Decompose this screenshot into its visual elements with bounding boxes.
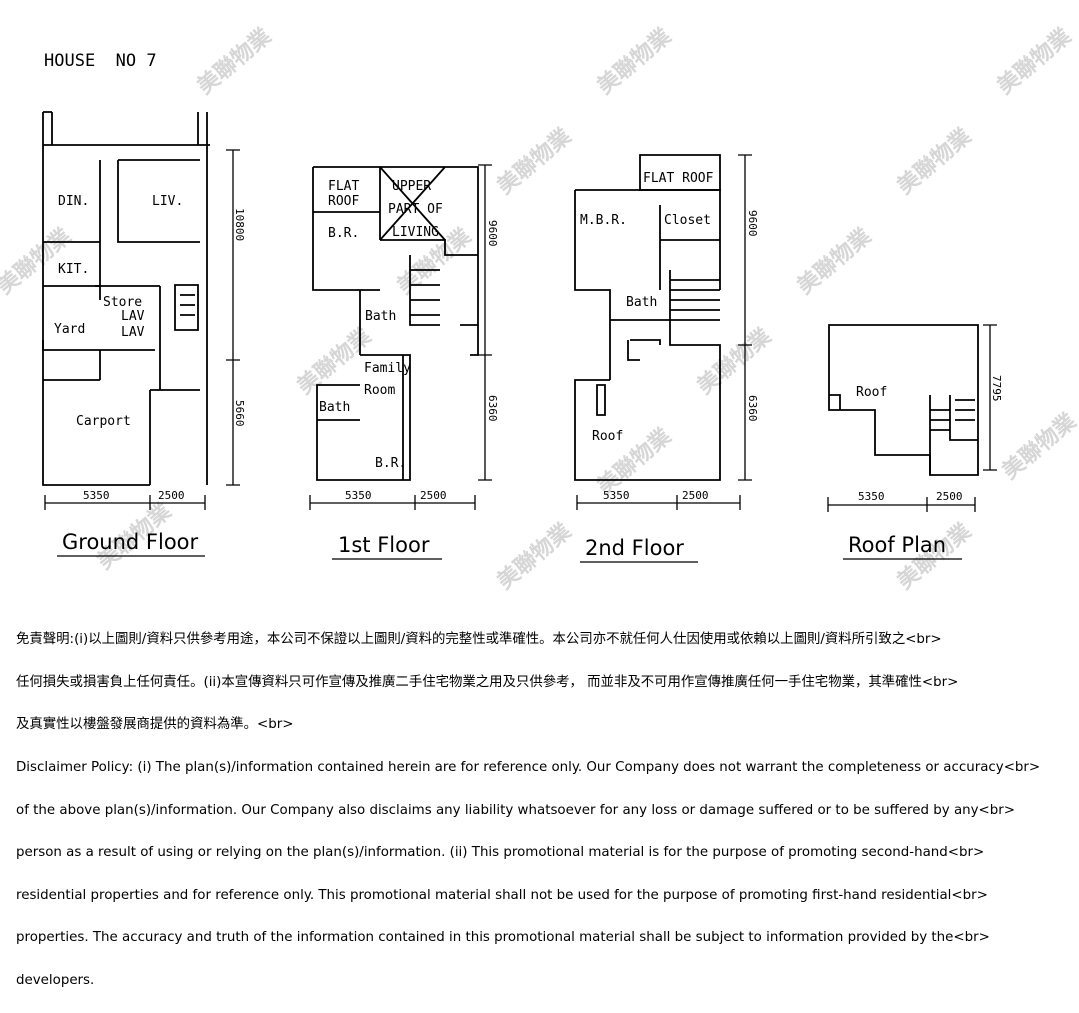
width-dimension: 5350 bbox=[858, 490, 885, 503]
width-dimension: 5350 bbox=[83, 489, 110, 502]
watermark: 美聯物業 bbox=[692, 322, 777, 399]
room-label: LAV bbox=[121, 325, 145, 340]
room-label: LAV bbox=[121, 309, 145, 324]
width-dimension: 2500 bbox=[420, 489, 447, 502]
watermark: 美聯物業 bbox=[192, 22, 277, 99]
disclaimer: 免責聲明:(i)以上圖則/資料只供參考用途，本公司不保證以上圖則/資料的完整性或… bbox=[16, 608, 1068, 1013]
room-label: Roof bbox=[592, 429, 623, 444]
width-dimension: 5350 bbox=[603, 489, 630, 502]
room-label: Roof bbox=[856, 385, 887, 400]
roof-plan bbox=[828, 324, 979, 476]
ground-floor-plan bbox=[42, 111, 210, 486]
depth-dimension: 9600 bbox=[486, 220, 499, 247]
ground-floor-labels: DIN. LIV. KIT. Store LAV LAV Yard Carpor… bbox=[54, 194, 183, 429]
watermark: 美聯物業 bbox=[992, 22, 1077, 99]
disclaimer-line: properties. The accuracy and truth of th… bbox=[16, 930, 990, 946]
dimension-labels: 5350 2500 10800 5660 5350 2500 9600 6360… bbox=[83, 208, 1003, 503]
watermark: 美聯物業 bbox=[792, 222, 877, 299]
ground-floor-title: Ground Floor bbox=[62, 530, 199, 554]
depth-dimension: 6360 bbox=[746, 395, 759, 422]
disclaimer-line: 及真實性以樓盤發展商提供的資料為準。<br> bbox=[16, 717, 294, 733]
room-label: DIN. bbox=[58, 194, 89, 209]
dimension-lines bbox=[44, 149, 997, 512]
room-label: Yard bbox=[54, 322, 85, 337]
disclaimer-line: 免責聲明:(i)以上圖則/資料只供參考用途，本公司不保證以上圖則/資料的完整性或… bbox=[16, 632, 942, 648]
depth-dimension: 5660 bbox=[233, 400, 246, 427]
room-label: B.R. bbox=[328, 226, 359, 241]
second-floor-labels: FLAT ROOF M.B.R. Closet Bath Roof bbox=[580, 171, 714, 444]
room-label: LIVING bbox=[392, 225, 439, 240]
room-label: M.B.R. bbox=[580, 213, 627, 228]
room-label: PART OF bbox=[388, 202, 443, 217]
width-dimension: 2500 bbox=[158, 489, 185, 502]
first-floor-title: 1st Floor bbox=[338, 533, 430, 557]
room-label: LIV. bbox=[152, 194, 183, 209]
floor-plan-drawing: 美聯物業 美聯物業 美聯物業 美聯物業 美聯物業 美聯物業 美聯物業 美聯物業 … bbox=[0, 22, 1079, 594]
watermark: 美聯物業 bbox=[997, 407, 1079, 484]
depth-dimension: 10800 bbox=[233, 208, 246, 241]
room-label: Bath bbox=[626, 295, 657, 310]
room-label: Room bbox=[364, 383, 395, 398]
room-label: Store bbox=[103, 295, 142, 310]
room-label: B.R. bbox=[375, 456, 406, 471]
room-label: Carport bbox=[76, 414, 131, 429]
depth-dimension: 6360 bbox=[486, 395, 499, 422]
room-label: UPPER bbox=[392, 179, 431, 194]
depth-dimension: 9600 bbox=[746, 210, 759, 237]
first-floor-labels: FLAT ROOF B.R. UPPER PART OF LIVING Bath… bbox=[319, 179, 443, 471]
second-floor-plan bbox=[574, 154, 721, 481]
disclaimer-line: developers. bbox=[16, 973, 95, 989]
floor-titles: Ground Floor 1st Floor 2nd Floor Roof Pl… bbox=[57, 530, 962, 563]
disclaimer-line: of the above plan(s)/information. Our Co… bbox=[16, 802, 1016, 818]
second-floor-title: 2nd Floor bbox=[585, 536, 684, 560]
watermark: 美聯物業 bbox=[592, 22, 677, 99]
room-label: ROOF bbox=[328, 194, 359, 209]
house-number-label: HOUSE NO 7 bbox=[44, 51, 157, 71]
room-label: FLAT bbox=[328, 179, 359, 194]
watermark-layer: 美聯物業 美聯物業 美聯物業 美聯物業 美聯物業 美聯物業 美聯物業 美聯物業 … bbox=[0, 22, 1079, 594]
room-label: Family bbox=[364, 361, 411, 376]
width-dimension: 2500 bbox=[936, 490, 963, 503]
disclaimer-line: person as a result of using or relying o… bbox=[16, 845, 985, 861]
room-label: KIT. bbox=[58, 262, 89, 277]
disclaimer-line: 任何損失或損害負上任何責任。(ii)本宣傳資料只可作宣傳及推廣二手住宅物業之用及… bbox=[16, 674, 959, 690]
room-label: Bath bbox=[319, 400, 350, 415]
roof-plan-labels: Roof bbox=[856, 385, 887, 400]
disclaimer-line: residential properties and for reference… bbox=[16, 887, 988, 903]
width-dimension: 2500 bbox=[682, 489, 709, 502]
roof-plan-title: Roof Plan bbox=[848, 533, 946, 557]
watermark: 美聯物業 bbox=[492, 122, 577, 199]
first-floor-plan bbox=[312, 166, 479, 481]
watermark: 美聯物業 bbox=[892, 122, 977, 199]
watermark: 美聯物業 bbox=[492, 517, 577, 594]
depth-dimension: 7795 bbox=[990, 375, 1003, 402]
room-label: FLAT ROOF bbox=[643, 171, 714, 186]
disclaimer-line: Disclaimer Policy: (i) The plan(s)/infor… bbox=[16, 760, 1041, 776]
width-dimension: 5350 bbox=[345, 489, 372, 502]
room-label: Closet bbox=[664, 213, 711, 228]
room-label: Bath bbox=[365, 309, 396, 324]
